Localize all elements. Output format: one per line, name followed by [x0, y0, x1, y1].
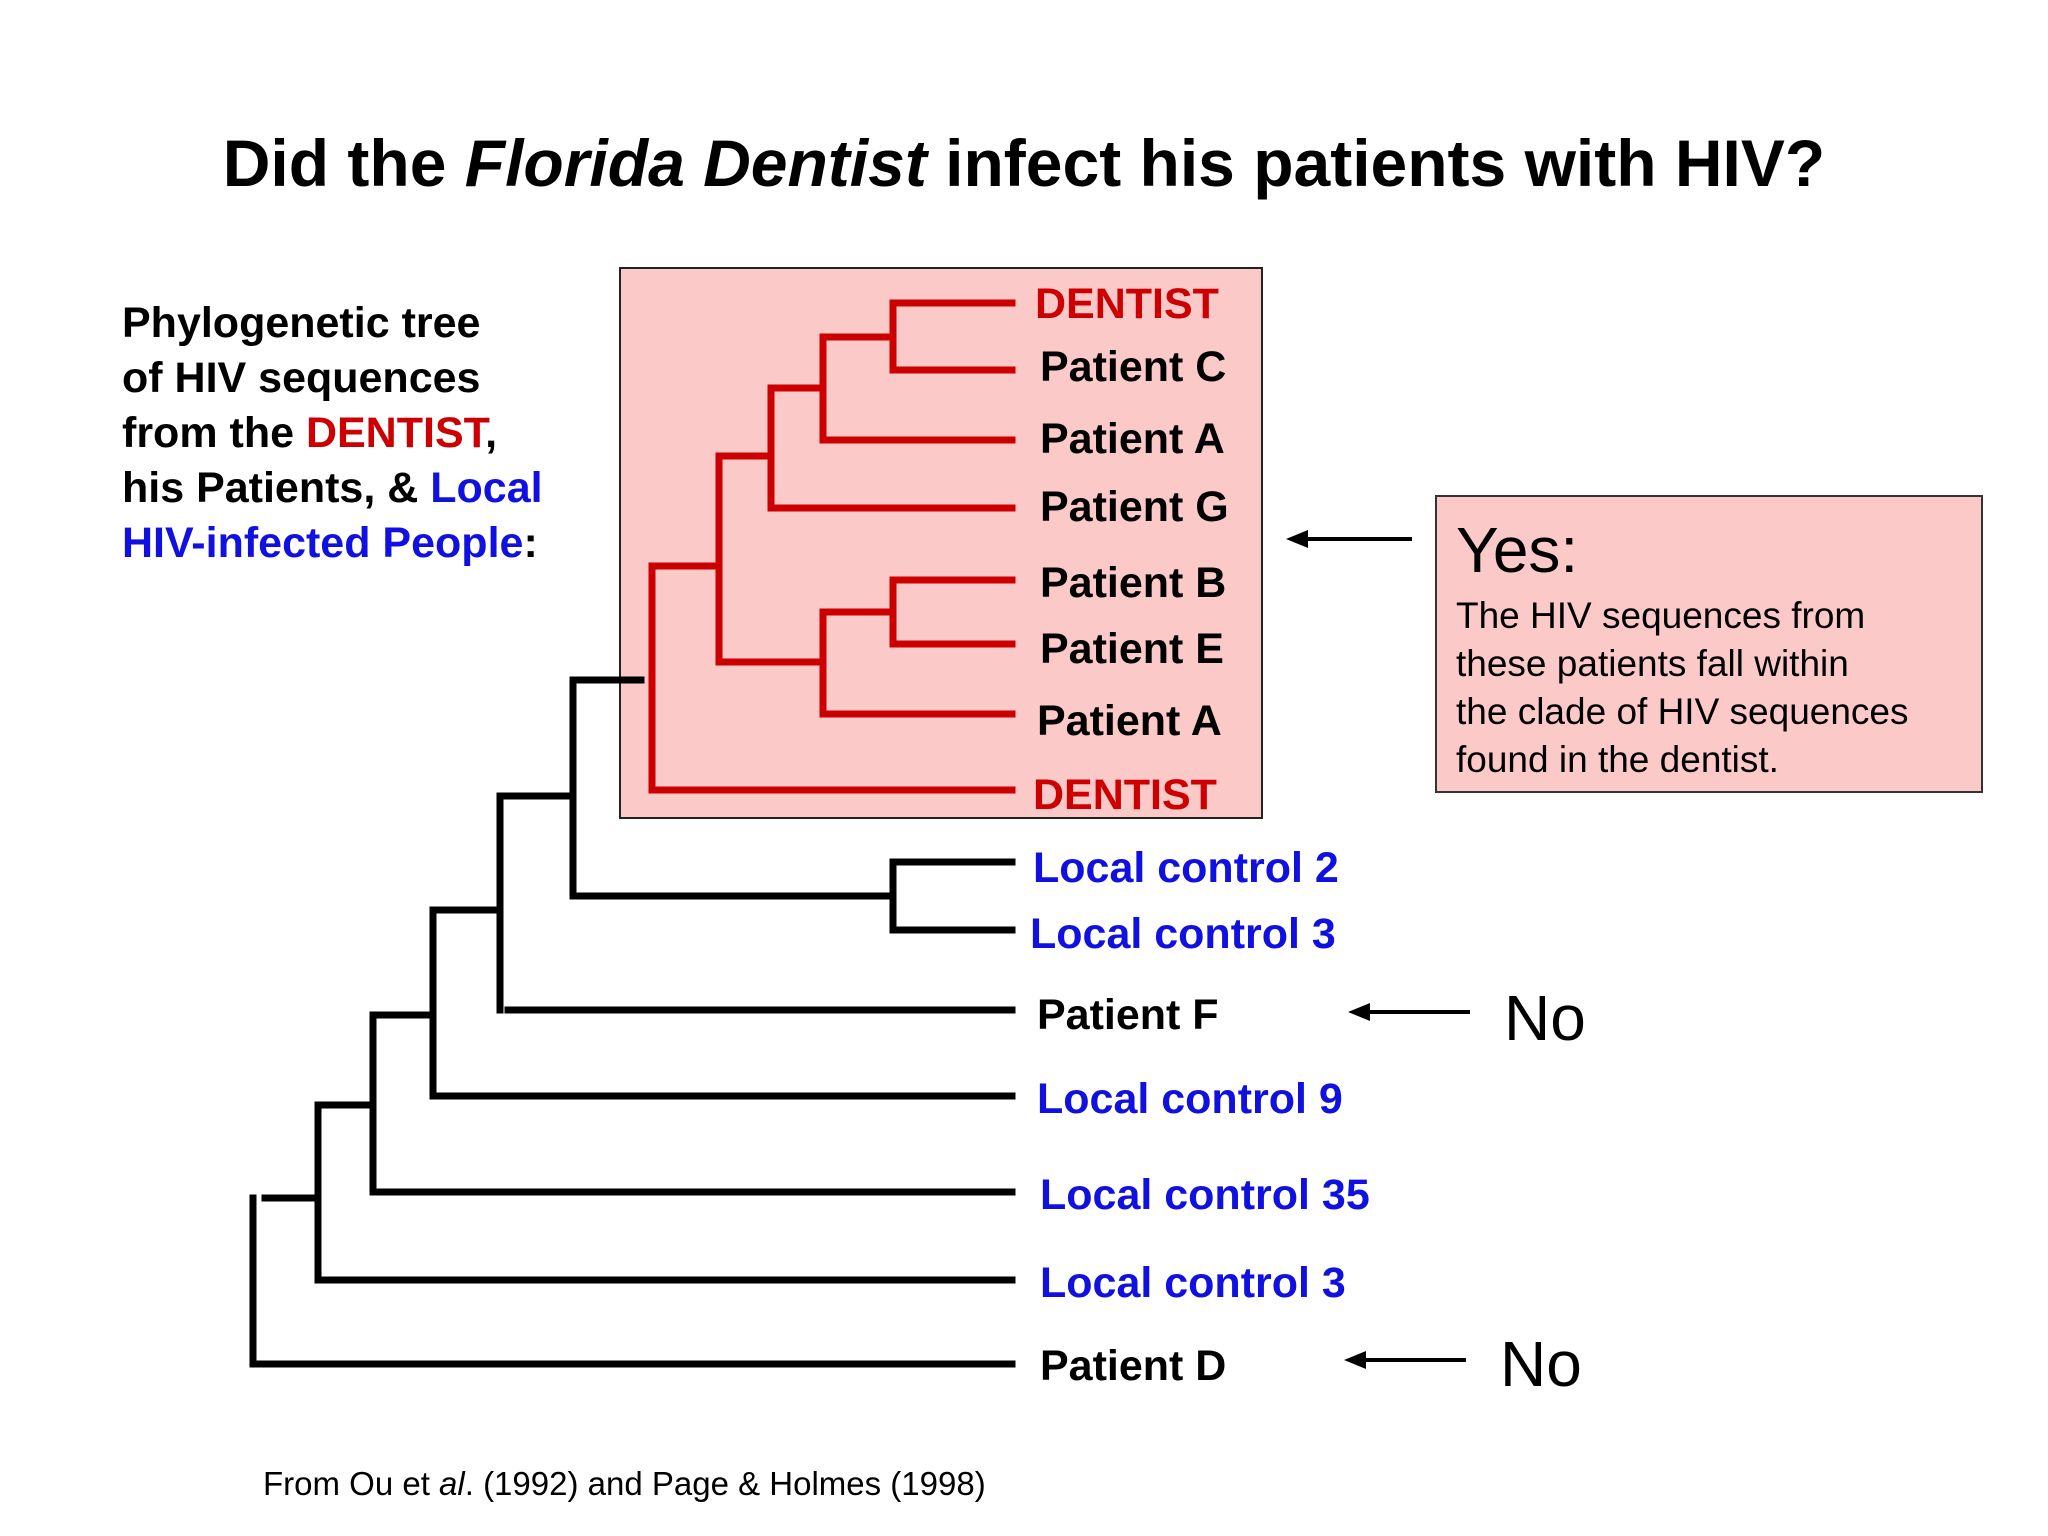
- leaf-label-control: Local control 9: [1037, 1075, 1343, 1123]
- leaf-label-dentist: DENTIST: [1033, 771, 1217, 819]
- yes-text-line: the clade of HIV sequences: [1456, 691, 1909, 732]
- yes-heading: Yes:: [1456, 514, 1578, 586]
- arrow-head: [1344, 1351, 1366, 1369]
- arrow-head: [1348, 1003, 1370, 1021]
- leaf-labels: DENTIST Patient C Patient A Patient G Patien…: [1030, 280, 1370, 1390]
- arrow-to-patient-f: [1348, 1003, 1470, 1021]
- leaf-label-patient: Patient B: [1040, 559, 1226, 607]
- leaf-label-control: Local control 35: [1040, 1171, 1370, 1219]
- yes-text-line: The HIV sequences from: [1456, 595, 1865, 636]
- leaf-label-control: Local control 3: [1040, 1259, 1346, 1307]
- tree-branches: [249, 299, 1016, 1368]
- caption-line-2: of HIV sequences: [122, 354, 481, 402]
- leaf-label-patient: Patient D: [1040, 1342, 1226, 1390]
- no-label-patient-d: No: [1500, 1328, 1582, 1400]
- leaf-label-dentist: DENTIST: [1035, 280, 1219, 328]
- leaf-label-patient: Patient A: [1040, 415, 1225, 463]
- leaf-label-control: Local control 2: [1033, 844, 1339, 892]
- arrow-to-patient-d: [1344, 1351, 1466, 1369]
- leaf-label-patient: Patient F: [1037, 991, 1219, 1039]
- no-label-patient-f: No: [1504, 982, 1586, 1054]
- slide-title: Did the Florida Dentist infect his patie…: [222, 126, 1826, 200]
- dentist-clade-box: [619, 267, 1263, 819]
- leaf-label-patient: Patient G: [1040, 483, 1229, 531]
- leaf-label-patient: Patient E: [1040, 625, 1224, 673]
- caption-line-3: from the DENTIST,: [122, 409, 498, 457]
- tree-caption: Phylogenetic tree of HIV sequences from …: [122, 296, 682, 571]
- leaf-label-patient: Patient C: [1040, 343, 1226, 391]
- yes-text-line: these patients fall within: [1456, 643, 1849, 684]
- citation: From Ou et al. (1992) and Page & Holmes …: [263, 1465, 986, 1502]
- yes-callout-box: [1435, 495, 1983, 793]
- yes-text-line: found in the dentist.: [1456, 739, 1779, 780]
- arrow-to-clade: [1286, 530, 1412, 548]
- caption-line-4: his Patients, & Local: [122, 464, 543, 512]
- arrow-head: [1286, 530, 1308, 548]
- caption-line-5: HIV-infected People:: [122, 519, 538, 567]
- leaf-label-patient: Patient A: [1037, 697, 1222, 745]
- caption-line-1: Phylogenetic tree: [122, 299, 481, 347]
- leaf-label-control: Local control 3: [1030, 910, 1336, 958]
